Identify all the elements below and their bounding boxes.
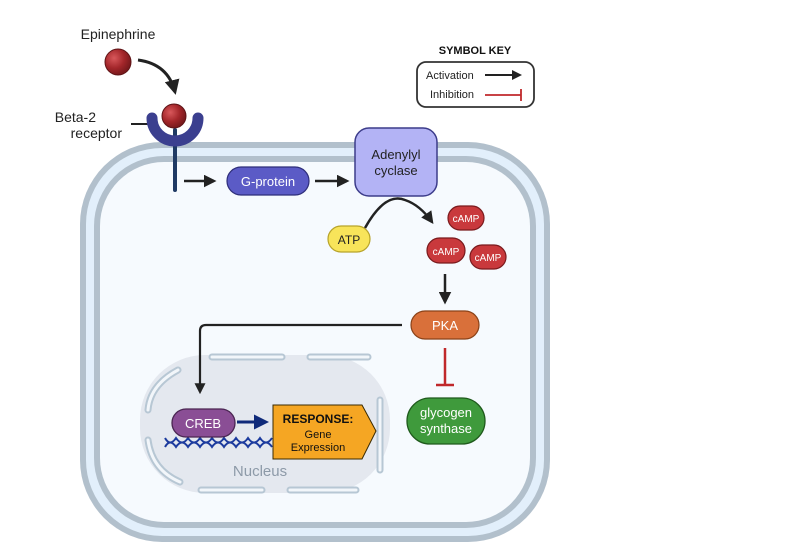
adenylyl-cyclase-node[interactable]: Adenylyl cyclase (354, 127, 438, 197)
key-inhibition-symbol (485, 89, 522, 101)
bound-epinephrine (161, 103, 187, 129)
epinephrine-molecule (104, 48, 132, 76)
response-node[interactable]: RESPONSE: Gene Expression (272, 404, 377, 460)
glycogen-synthase-node[interactable]: glycogen synthase (406, 397, 486, 445)
g-protein-node[interactable]: G-protein (226, 166, 310, 196)
beta2-receptor (146, 103, 204, 192)
receptor-label-line1: Beta-2 (55, 109, 96, 125)
response-line1: Gene (305, 429, 332, 441)
dna-helix (164, 436, 273, 449)
camp-label: cAMP (453, 214, 480, 225)
key-inhibition-label: Inhibition (430, 89, 474, 101)
camp-label: cAMP (433, 247, 460, 258)
camp-molecule[interactable]: cAMP (447, 205, 485, 231)
symbol-key-title: SYMBOL KEY (439, 45, 512, 57)
receptor-label-line2: receptor (71, 125, 123, 141)
atp-node[interactable]: ATP (327, 225, 371, 253)
epinephrine-label: Epinephrine (81, 26, 156, 42)
creb-node[interactable]: CREB (171, 408, 236, 438)
g-protein-label: G-protein (241, 174, 295, 189)
pka-label: PKA (432, 318, 458, 333)
camp-molecule[interactable]: cAMP (469, 244, 507, 270)
response-line2: Expression (291, 442, 345, 454)
binding-arrow (137, 58, 180, 95)
pka-node[interactable]: PKA (410, 310, 480, 340)
nucleus-label: Nucleus (233, 463, 287, 480)
adenylyl-label-line2: cyclase (374, 163, 417, 178)
atp-label: ATP (338, 233, 360, 247)
camp-label: cAMP (475, 253, 502, 264)
conversion-arrow-atp-camp (363, 197, 434, 229)
symbol-key: SYMBOL KEY Activation Inhibition (416, 45, 535, 108)
key-activation-label: Activation (426, 70, 474, 82)
creb-label: CREB (185, 416, 221, 431)
adenylyl-label-line1: Adenylyl (371, 147, 420, 162)
camp-molecule[interactable]: cAMP (426, 237, 466, 264)
response-title: RESPONSE: (283, 412, 354, 426)
glycogen-label-line1: glycogen (420, 405, 472, 420)
activation-arrow-pka-creb (194, 323, 402, 395)
glycogen-label-line2: synthase (420, 421, 472, 436)
inhibition-arrow-pka-glycogen (436, 348, 454, 387)
